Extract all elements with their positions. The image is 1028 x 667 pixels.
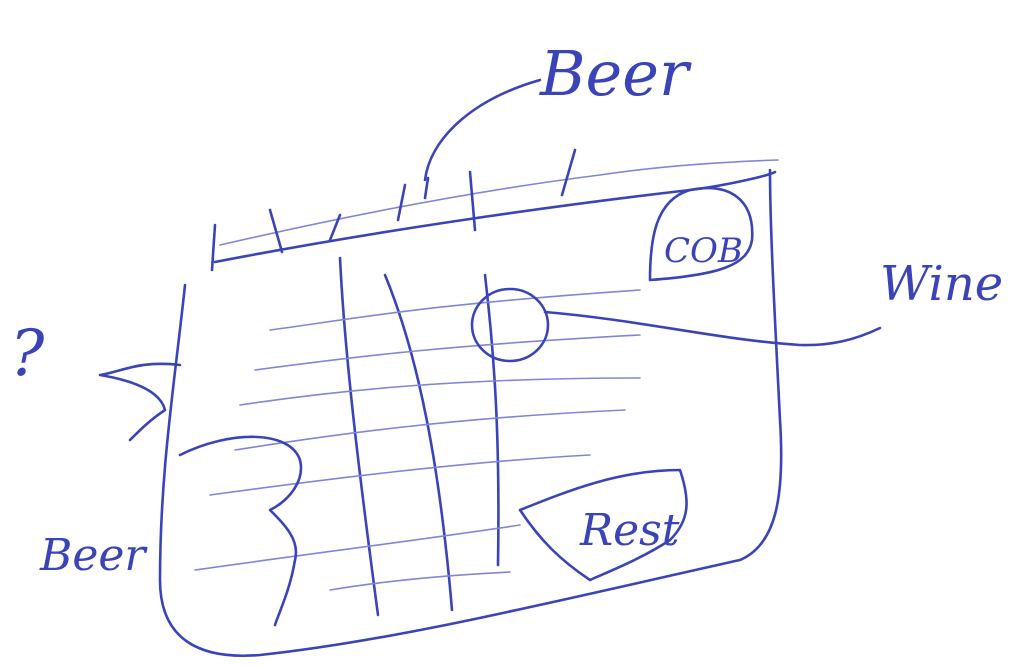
label-cob: COB bbox=[664, 231, 743, 271]
label-wine: Wine bbox=[880, 256, 1003, 312]
label-beer-top: Beer bbox=[539, 37, 692, 110]
label-beer-left: Beer bbox=[39, 530, 148, 581]
beer-callout-line bbox=[425, 80, 540, 180]
label-left-mark: ? bbox=[10, 317, 45, 391]
wine-callout-line bbox=[545, 312, 880, 345]
beer-bracket bbox=[180, 437, 301, 625]
horizontal-lines bbox=[195, 290, 640, 590]
label-rest: Rest bbox=[579, 505, 680, 556]
